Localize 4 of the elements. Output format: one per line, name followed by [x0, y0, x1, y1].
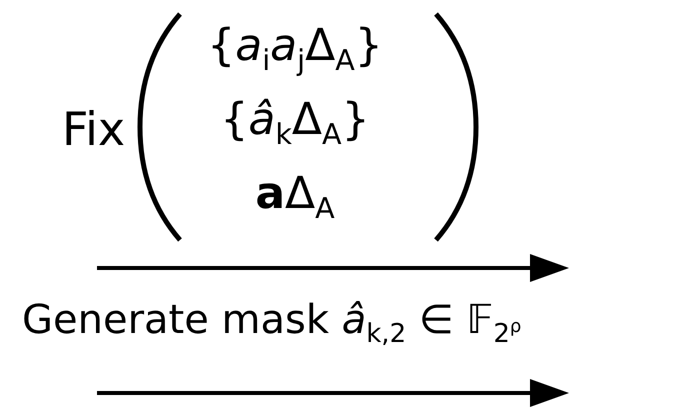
formula-text: {â$_{k}$Δ$_{A}$} — [219, 98, 371, 148]
formula-text: {a$_{i}$a$_{j}$Δ$_{A}$} — [206, 24, 384, 74]
label-text: Fix — [62, 106, 126, 152]
formula-text: aΔ$_{A}$ — [254, 172, 336, 222]
